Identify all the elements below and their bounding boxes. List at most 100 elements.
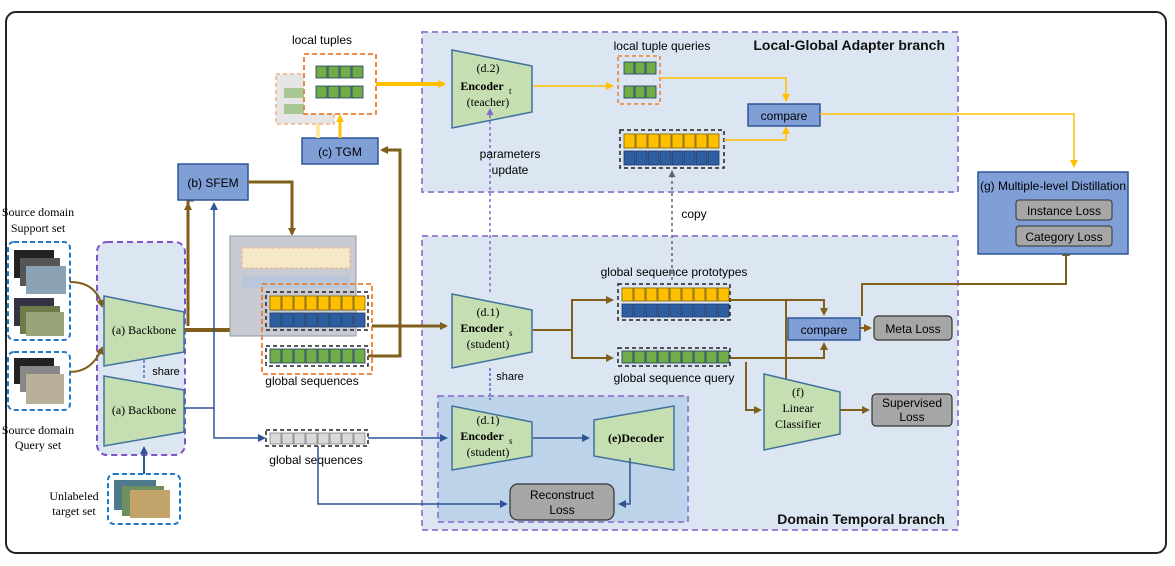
encoders-share-label: share (496, 371, 524, 383)
token-cell (305, 312, 318, 328)
token-cell (329, 312, 342, 328)
token-cell (293, 432, 306, 445)
token-cell (305, 295, 318, 311)
token-cell (621, 350, 634, 364)
encoder-student-sub: s (509, 328, 513, 338)
unlabeled-target-thumbnails (107, 473, 181, 525)
token-cell (645, 61, 657, 75)
query-set-label-line1: Source domain (2, 423, 74, 437)
token-cell (281, 432, 294, 445)
query-to-classifier-arrow (745, 362, 762, 414)
token-cell (353, 348, 366, 364)
student-to-prototypes-arrow (533, 296, 614, 331)
prototype-copy-box (619, 129, 725, 169)
encoder-student-2 (451, 405, 533, 471)
token-cell (657, 287, 670, 302)
token-cell (317, 312, 330, 328)
token-cell (705, 303, 718, 318)
tgm-module (301, 137, 379, 165)
token-cell (621, 287, 634, 302)
token-cell (669, 287, 682, 302)
prototypes-yellow-row (621, 287, 730, 302)
encoder-teacher (451, 49, 533, 129)
token-cell (623, 61, 635, 75)
global-sequence-green-row (269, 348, 366, 364)
token-cell (353, 312, 366, 328)
token-cell (693, 303, 706, 318)
token-cell (707, 150, 720, 166)
local-tuple-faint-1 (284, 88, 322, 98)
unlabeled-label-line1: Unlabeled (49, 489, 98, 503)
query-backbone-to-bottom-sequences-arrow (213, 408, 266, 442)
token-cell (659, 150, 672, 166)
token-cell (657, 350, 670, 364)
meta-loss-label: Meta Loss (885, 322, 940, 336)
global-sequences-highlight-box (261, 283, 373, 375)
token-cell (705, 350, 718, 364)
student-to-query-arrow (571, 330, 614, 362)
reconstruct-loss (509, 483, 615, 521)
support-set-label-line1: Source domain (2, 205, 74, 219)
token-cell (339, 85, 352, 99)
token-cell (645, 350, 658, 364)
support-set-thumbnails (7, 241, 71, 341)
token-cell (695, 150, 708, 166)
classifier-line1: Linear (782, 401, 813, 415)
parameters-update-line2: update (492, 163, 529, 177)
token-cell (329, 348, 342, 364)
token-cell (671, 133, 684, 149)
compare-to-distillation-arrow (820, 113, 1078, 168)
queries-to-compare-arrow (660, 77, 790, 102)
prototypes-to-compare-arrow (730, 299, 828, 316)
prototype-copy-blue-row (623, 150, 720, 166)
local-tuple-queries-label: local tuple queries (614, 39, 711, 53)
token-cell (683, 150, 696, 166)
sfem-module (177, 163, 249, 201)
token-cell (647, 150, 660, 166)
token-cell (645, 303, 658, 318)
token-cell (623, 85, 635, 99)
prototype-copy-to-compare-arrow (724, 126, 790, 141)
token-cell (353, 295, 366, 311)
local-tuple-faint-2 (284, 104, 322, 114)
token-cell (671, 150, 684, 166)
global-sequence-pair-box (265, 291, 369, 331)
global-sequences-bottom-label: global sequences (269, 453, 362, 467)
token-cell (635, 150, 648, 166)
token-cell (623, 150, 636, 166)
token-cell (693, 350, 706, 364)
supervised-loss-line2: Loss (899, 410, 924, 424)
token-cell (717, 287, 730, 302)
token-cell (341, 348, 354, 364)
global-sequences-mid-label: global sequences (265, 374, 358, 388)
sfem-to-sequences-arrow (248, 180, 296, 236)
token-cell (327, 85, 340, 99)
reconstruct-loss-line1: Reconstruct (530, 488, 595, 502)
parameters-update-line1: parameters (480, 147, 541, 161)
token-cell (317, 295, 330, 311)
token-cell (317, 432, 330, 445)
bottom-sequences-to-reconstruct-arrow (317, 446, 508, 508)
query-label: global sequence query (614, 371, 735, 385)
token-cell (645, 85, 657, 99)
bottom-sequence-gray-row (269, 432, 366, 445)
encoder-teacher-id: (d.2) (477, 61, 500, 75)
encoder-student (451, 293, 533, 369)
domain-temporal-branch-title: Domain Temporal branch (777, 511, 945, 527)
unlabeled-label-line2: target set (52, 504, 96, 518)
token-cell (657, 303, 670, 318)
token-cell (269, 432, 282, 445)
category-loss (1015, 225, 1113, 247)
backbone-bottom (103, 375, 185, 447)
sequences-to-tgm-arrow (368, 146, 402, 358)
token-cell (633, 350, 646, 364)
supervised-loss (871, 393, 953, 427)
query-green-row (621, 350, 730, 364)
local-tuples-front-box (303, 53, 377, 115)
backbone-top-label: (a) Backbone (112, 323, 176, 337)
linear-classifier (763, 373, 841, 451)
token-cell (315, 65, 328, 79)
compare-top (747, 103, 821, 127)
copy-label: copy (681, 207, 706, 221)
local-global-branch-title: Local-Global Adapter branch (753, 37, 945, 53)
